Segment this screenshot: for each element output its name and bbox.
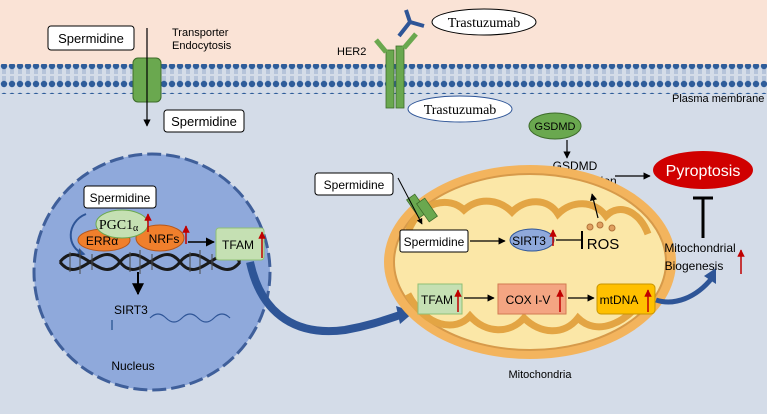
spermidine-intracellular-box xyxy=(163,109,245,133)
sirt3-nucleus-label: SIRT3 xyxy=(114,303,148,317)
pgc1a-label: PGC1 xyxy=(99,218,133,233)
spermidine-mito-inner-label: Spermidine xyxy=(404,235,465,249)
spermidine-extracellular-label: Spermidine xyxy=(58,31,124,46)
ros-label: ROS xyxy=(587,236,620,253)
her2-receptor-right xyxy=(395,45,405,109)
cox-label: COX I-V xyxy=(506,293,551,307)
spermidine-nucleus-label: Spermidine xyxy=(90,191,151,205)
gsdmd-protein xyxy=(528,112,582,140)
pyroptosis-label: Pyroptosis xyxy=(666,163,741,180)
plasma-membrane xyxy=(0,64,767,94)
pyroptosis-oval xyxy=(653,151,753,189)
mito-biogenesis-label-1: Mitochondrial xyxy=(664,241,735,255)
spermidine-mito-box xyxy=(314,172,394,196)
mito-biogenesis-label-2: Biogenesis xyxy=(665,259,724,273)
cristae-top xyxy=(404,197,652,236)
dna-strand-2 xyxy=(58,253,242,271)
cox-box xyxy=(497,283,567,315)
mtdna-label: mtDNA xyxy=(600,293,639,307)
tfam-mito-label: TFAM xyxy=(421,293,453,307)
gsdmd-label: GSDMD xyxy=(535,121,576,133)
spermidine-mito-label: Spermidine xyxy=(324,178,385,192)
trastuzumab-antibody xyxy=(397,9,425,38)
plasma-membrane-label: Plasma membrane xyxy=(672,93,764,105)
tfam-nucleus-label: TFAM xyxy=(222,238,254,252)
spermidine-extracellular-box xyxy=(47,25,135,51)
mrna-wave xyxy=(149,313,231,323)
her2-receptor-left xyxy=(385,49,395,109)
erra-label: ERRα xyxy=(86,234,118,248)
endocytosis-label: Endocytosis xyxy=(172,40,232,52)
trastuzumab-bottom-label: Trastuzumab xyxy=(424,103,497,118)
mito-transporter-2 xyxy=(416,197,438,223)
tfam-mito-box xyxy=(417,283,463,315)
ros-molecules xyxy=(586,221,616,232)
nrfs-label: NRFs xyxy=(149,232,180,246)
spermidine-nucleus-box xyxy=(83,185,157,209)
sirt3-mito-label: SIRT3 xyxy=(512,234,546,248)
tfam-export-arrow xyxy=(246,261,402,336)
mitochondria-label: Mitochondria xyxy=(509,369,573,381)
nucleus xyxy=(32,152,272,392)
mtdna-box xyxy=(596,283,656,315)
spermidine-intracellular-label: Spermidine xyxy=(171,114,237,129)
to-biogenesis-arrow xyxy=(655,276,714,305)
tfam-nucleus-box xyxy=(215,227,265,261)
cristae-bottom xyxy=(404,290,651,335)
spermidine-mito-inner-box xyxy=(399,229,469,253)
trastuzumab-bottom-oval xyxy=(407,95,513,123)
trastuzumab-top-label: Trastuzumab xyxy=(448,16,521,31)
sirt3-mito-protein xyxy=(509,228,555,252)
nucleus-label: Nucleus xyxy=(111,359,154,373)
trastuzumab-top-oval xyxy=(431,8,537,36)
pgc1a-subscript: α xyxy=(133,223,139,234)
transporter-label: Transporter xyxy=(172,27,229,39)
her2-label: HER2 xyxy=(337,46,366,58)
